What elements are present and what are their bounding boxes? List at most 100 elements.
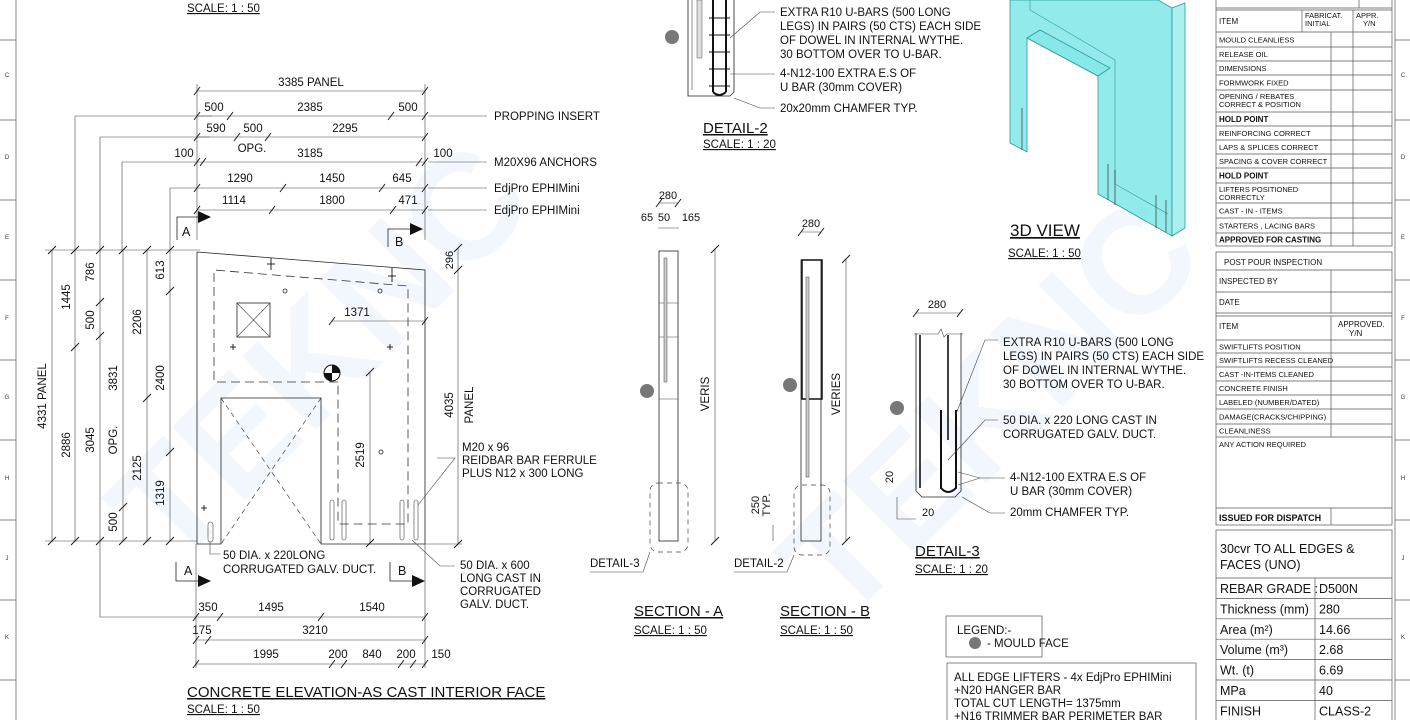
dim-label: 200: [328, 649, 347, 661]
property-label: REBAR GRADE :: [1220, 582, 1318, 596]
approval-cell[interactable]: [1333, 396, 1390, 408]
section-a: 280 65 50 165 VERIS DETAIL-3 SECTION - A…: [590, 190, 723, 637]
bottom-dimensions: 350 1495 1540 175 3210 1995 200 840 200 …: [99, 541, 451, 669]
height-label: VERIES: [831, 373, 843, 416]
lifter-icons: [201, 258, 396, 511]
dim-label: 500: [398, 102, 417, 114]
checklist-item: CONCRETE FINISH: [1219, 384, 1288, 393]
dim-label: 280: [928, 299, 946, 311]
dim-label: 1319: [155, 480, 167, 506]
checklist-item: LAPS & SPLICES CORRECT: [1219, 143, 1319, 152]
checklist-entry-cell[interactable]: [1333, 205, 1390, 216]
checklist-item: CAST -IN-ITEMS CLEANED: [1219, 370, 1314, 379]
dim-label: 280: [802, 218, 820, 230]
checklist-row: HOLD POINTHOLD POINT: [1219, 170, 1390, 181]
date-field[interactable]: [1333, 294, 1390, 311]
checklist-entry-cell[interactable]: [1333, 49, 1390, 59]
action-required-field[interactable]: [1218, 450, 1390, 505]
detail2-note: OF DOWEL IN INTERNAL WYTHE.: [780, 35, 963, 47]
checklist-entry-cell[interactable]: [1333, 77, 1390, 88]
checklist-entry-cell[interactable]: [1333, 170, 1390, 181]
note-duct: GALV. DUCT.: [460, 599, 529, 611]
dim-label: 1995: [253, 649, 279, 661]
property-label: FINISH: [1220, 704, 1261, 718]
dim-label: 500: [243, 123, 262, 135]
approval-cell[interactable]: [1333, 354, 1390, 366]
checklist-item: HOLD POINT: [1219, 115, 1268, 124]
concrete-elevation: SCALE: 1 : 50 3385 PANEL 500 2385 500: [37, 3, 600, 716]
detail3-note: 30 BOTTOM OVER TO U-BAR.: [1003, 379, 1165, 391]
detail3-note: OF DOWEL IN INTERNAL WYTHE.: [1003, 365, 1186, 377]
approval-cell[interactable]: [1333, 382, 1390, 394]
checklist-entry-cell[interactable]: [1333, 34, 1390, 45]
checklist-entry-cell[interactable]: [1333, 185, 1390, 201]
zone-label: E: [5, 235, 9, 241]
zone-label: D: [5, 155, 10, 161]
dim-label: 2886: [61, 432, 73, 458]
mould-face-dot: [665, 30, 679, 44]
checklist-entry-cell[interactable]: [1333, 235, 1390, 244]
column-header: Y/N: [1363, 19, 1376, 28]
dim-label: 200: [396, 649, 415, 661]
callout-edjpro: EdjPro EPHIMini: [494, 183, 580, 195]
legend-title: LEGEND:-: [957, 625, 1011, 637]
left-dimensions: 4331 PANEL 1445 2886 786 500 3045 3831 O…: [37, 245, 200, 546]
checklist-entry-cell[interactable]: [1333, 156, 1390, 166]
column-header: Y/N: [1349, 329, 1363, 338]
checklist-row: DIMENSIONSDIMENSIONS: [1219, 63, 1390, 73]
zone-label: D: [1401, 155, 1406, 161]
legend: LEGEND:- - MOULD FACE: [945, 615, 1069, 658]
checklist-row: REINFORCING CORRECTREINFORCING CORRECT: [1219, 128, 1390, 138]
dim-label: 150: [431, 649, 450, 661]
property-label: Area (m²): [1220, 623, 1273, 637]
approval-cell[interactable]: [1333, 368, 1390, 380]
detail-2: EXTRA R10 U-BARS (500 LONG LEGS) IN PAIR…: [665, 0, 981, 151]
detail2-note: U BAR (30mm COVER): [780, 82, 902, 94]
dim-label: 1495: [258, 602, 284, 614]
checklist-row: STARTERS , LACING BARSSTARTERS , LACING …: [1219, 220, 1390, 231]
checklist-row: FORMWORK FIXEDFORMWORK FIXED: [1219, 77, 1390, 88]
checklist-entry-cell[interactable]: [1333, 128, 1390, 138]
property-value: 14.66: [1319, 623, 1350, 637]
checklist-entry-cell[interactable]: [1333, 63, 1390, 73]
dim-label: 50: [658, 212, 670, 224]
section-b-title: SECTION - B: [780, 603, 870, 620]
checklist-item: SWIFTLIFTS POSITION: [1219, 343, 1301, 352]
mould-face-dot: [640, 384, 654, 398]
checklist-row: CAST - IN - ITEMSCAST - IN - ITEMS: [1219, 205, 1390, 216]
dim-label: 500: [85, 310, 97, 329]
detail2-title: DETAIL-2: [703, 120, 768, 137]
lifter-note: TOTAL CUT LENGTH= 1375mm: [954, 698, 1121, 710]
checklist-entry-cell[interactable]: [1333, 220, 1390, 231]
checklist-item: SPACING & COVER CORRECT: [1219, 157, 1328, 166]
dim-label: 100: [433, 148, 452, 160]
property-value: 6.69: [1319, 664, 1343, 678]
approval-cell[interactable]: [1333, 410, 1390, 423]
note-duct: CORRUGATED: [460, 586, 541, 598]
checklist-entry-cell[interactable]: [1333, 114, 1390, 124]
column-header: FABRICAT.: [1305, 11, 1342, 20]
detail3-title: DETAIL-3: [915, 543, 980, 560]
detail3-note: 4-N12-100 EXTRA E.S OF: [1010, 472, 1146, 484]
note-duct: LONG CAST IN: [460, 573, 541, 585]
3d-panel-face: [1009, 0, 1173, 237]
approval-cell[interactable]: [1333, 341, 1390, 352]
checklist-entry-cell[interactable]: [1333, 92, 1390, 110]
dim-label: 20: [884, 471, 896, 483]
dim-label: 2206: [132, 309, 144, 335]
top-dimensions: 3385 PANEL 500 2385 500 590 500 2295 OPG…: [74, 77, 600, 250]
dim-label: 1371: [344, 307, 370, 319]
checklist-entry-cell[interactable]: [1333, 142, 1390, 152]
dim-label: 645: [392, 173, 411, 185]
approval-cell[interactable]: [1333, 425, 1390, 436]
zone-label: C: [5, 73, 10, 79]
property-value: 2.68: [1319, 643, 1343, 657]
cover-note: 30cvr TO ALL EDGES &: [1220, 542, 1355, 556]
property-label: MPa: [1220, 684, 1246, 698]
section-a-title: SECTION - A: [634, 603, 723, 620]
inspected-by-field[interactable]: [1333, 272, 1390, 290]
